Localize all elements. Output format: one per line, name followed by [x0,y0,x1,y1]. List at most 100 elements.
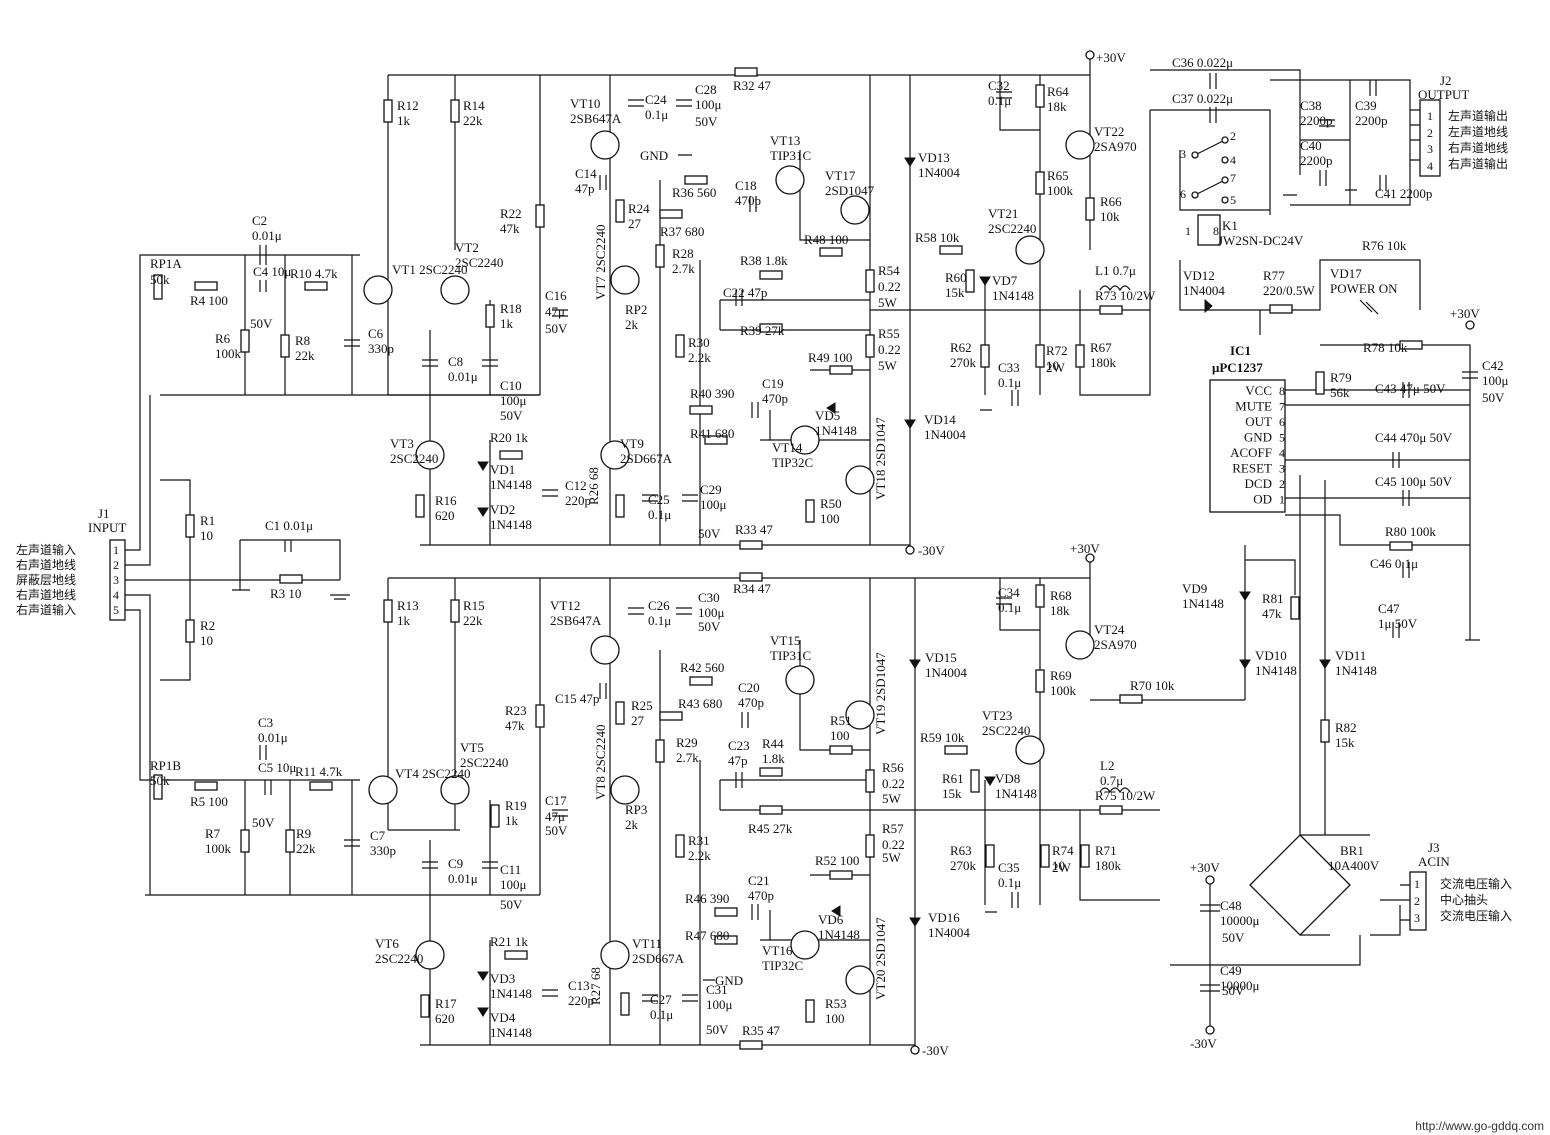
r36-ref: R36 560 [672,185,716,200]
r60-ref: R60 [945,270,967,285]
r7-value: 100k [205,841,232,856]
vd6-value: 1N4148 [818,927,860,942]
c25-ref: C25 [648,492,670,507]
j2-label-1: 左声道输出 [1448,108,1508,123]
c30-ref: C30 [698,590,720,605]
c2-value: 0.01μ [252,228,282,243]
watermark: http://www.go-gddq.com [1415,1119,1544,1133]
c15-ref: C15 47p [555,691,599,706]
c47-value: 1μ 50V [1378,616,1418,631]
gnd-label-lower: GND [715,973,743,988]
c42v-rating: 50V [1482,390,1505,405]
j3-ref: J3 [1428,840,1440,855]
r65-ref: R65 [1047,168,1069,183]
c13-ref: C13 [568,978,590,993]
r7-ref: R7 [205,826,221,841]
c16-ref: C16 [545,288,567,303]
c18-value: 470p [735,193,761,208]
relay-part: JW2SN-DC24V [1218,233,1304,248]
r44-ref: R44 [762,736,784,751]
rp2-value: 2k [625,317,639,332]
vt4-ref: VT4 2SC2240 [395,766,470,781]
r5-ref: R5 100 [190,794,228,809]
ic1-pin-name: ACOFF [1230,445,1272,460]
r63-ref: R63 [950,843,972,858]
r30-ref: R30 [688,335,710,350]
r71-ref: R71 [1095,843,1117,858]
c9-value: 0.01μ [448,871,478,886]
r21-ref: R21 1k [490,934,528,949]
r79-ref: R79 [1330,370,1352,385]
vt2-value: 2SC2240 [455,255,503,270]
ic1-pin-number: 8 [1279,384,1285,398]
r73-ref: R73 10/2W [1095,288,1156,303]
j1-name: INPUT [88,520,126,535]
c49-ref: C49 [1220,963,1242,978]
r46-ref: R46 390 [685,891,729,906]
ic1-pin-number: 5 [1279,431,1285,445]
r60-value: 15k [945,285,965,300]
c38-value: 2200p [1300,113,1333,128]
vd1-value: 1N4148 [490,477,532,492]
vd13-ref: VD13 [918,150,950,165]
j2-label-2: 左声道地线 [1448,124,1508,139]
vd13-value: 1N4004 [918,165,960,180]
r12-ref: R12 [397,98,419,113]
c35-value: 0.1μ [998,875,1021,890]
vt8-label: VT8 2SC2240 [593,725,608,800]
c23-value: 47p [728,753,748,768]
c25-value: 0.1μ [648,507,671,522]
j2-ref: J2 [1440,73,1452,88]
c27-ref: C27 [650,992,672,1007]
relay-pin-8: 8 [1213,224,1219,238]
vt18-label: VT18 2SD1047 [873,417,888,500]
r66-value: 10k [1100,209,1120,224]
vt9-value: 2SD667A [620,451,673,466]
r63-value: 270k [950,858,977,873]
vd15-value: 1N4004 [925,665,967,680]
r61-value: 15k [942,786,962,801]
c29-value: 100μ [700,497,727,512]
rp1b-value: 50k [150,773,170,788]
r3-ref: R3 10 [270,586,301,601]
relay-pin-7: 7 [1230,171,1236,185]
c39-value: 2200p [1355,113,1388,128]
gnd-label-upper: GND [640,148,668,163]
j1-ref: J1 [98,506,110,521]
c4-ref: C4 10μ [253,264,291,279]
j2-label-4: 右声道输出 [1448,156,1508,171]
r81-ref: R81 [1262,591,1284,606]
r54-value: 0.22 [878,279,901,294]
r76-ref: R76 10k [1362,238,1407,253]
c37-ref: C37 0.022μ [1172,91,1233,106]
c11-value: 100μ [500,877,527,892]
r11-ref: R11 4.7k [295,764,343,779]
relay-pin-2: 2 [1230,129,1236,143]
r64-ref: R64 [1047,84,1069,99]
vt15-ref: VT15 [770,633,800,648]
r13-ref: R13 [397,598,419,613]
vt15-value: TIP31C [770,648,811,663]
vt12-ref: VT12 [550,598,580,613]
r64-value: 18k [1047,99,1067,114]
r6-ref: R6 [215,331,231,346]
j3-label-1: 交流电压输入 [1440,876,1512,891]
c14-ref: C14 [575,166,597,181]
r39-ref: R39 27k [740,323,785,338]
c16-value: 47μ [545,304,565,319]
c21-ref: C21 [748,873,770,888]
r37-ref: R37 680 [660,224,704,239]
r74-value: 10 [1052,858,1065,873]
c5-ref: C5 10μ [258,760,296,775]
vt16-ref: VT16 [762,943,793,958]
c24-ref: C24 [645,92,667,107]
l2-value: 0.7μ [1100,773,1123,788]
r74w-rating: 2W [1052,860,1072,875]
c48v-rating: 50V [1222,930,1245,945]
r67-ref: R67 [1090,340,1112,355]
ic1-pin-number: 7 [1279,400,1285,414]
vt5-value: 2SC2240 [460,755,508,770]
ic1-pin-number: 2 [1279,477,1285,491]
c21-value: 470p [748,888,774,903]
